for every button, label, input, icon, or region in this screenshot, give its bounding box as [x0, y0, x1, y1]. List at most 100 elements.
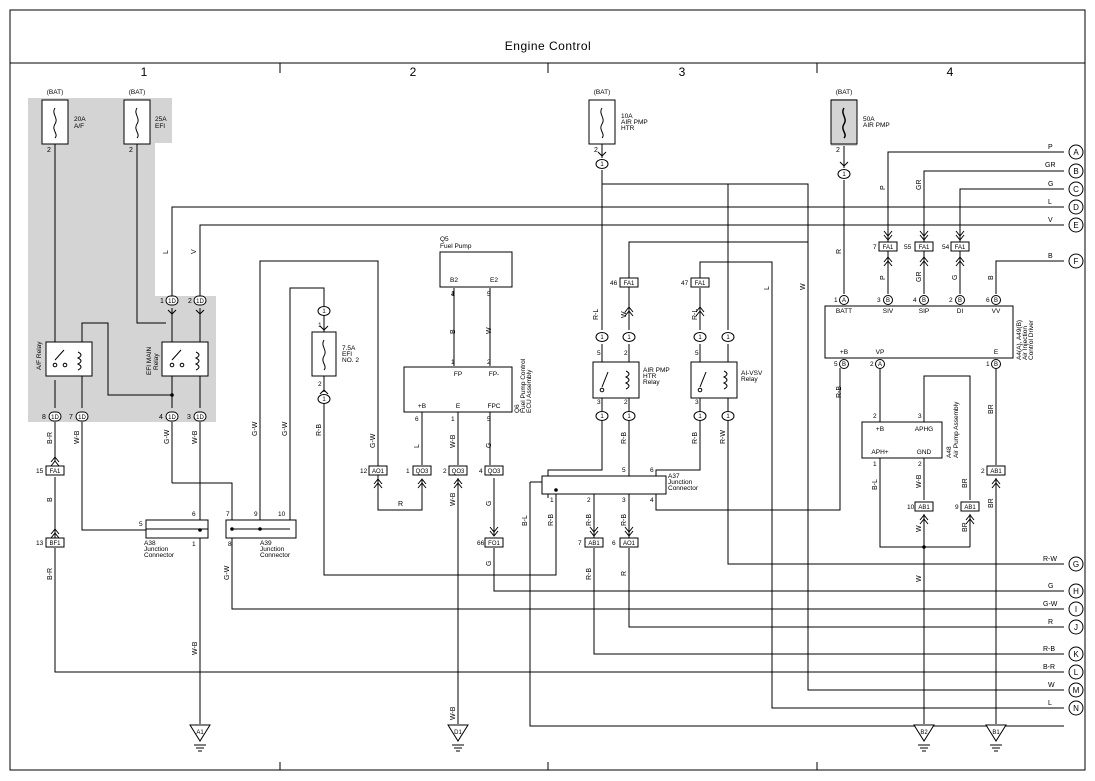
svg-text:QO3: QO3: [488, 469, 501, 475]
svg-text:G: G: [1048, 583, 1053, 590]
svg-text:AI-VSV: AI-VSV: [741, 370, 763, 377]
svg-text:E2: E2: [490, 277, 498, 284]
svg-text:10: 10: [278, 511, 286, 518]
svg-text:B: B: [1073, 167, 1078, 176]
svg-text:F: F: [1074, 257, 1079, 266]
svg-text:Connector: Connector: [260, 552, 291, 559]
svg-text:+B: +B: [840, 349, 848, 356]
svg-text:1: 1: [600, 162, 604, 168]
svg-text:6: 6: [650, 467, 654, 474]
offpage-i: IG-W: [1043, 601, 1084, 617]
svg-text:SIV: SIV: [883, 308, 894, 315]
svg-text:7: 7: [578, 540, 582, 547]
svg-text:NO. 2: NO. 2: [342, 357, 359, 364]
relay-block-shading: [28, 98, 216, 422]
svg-text:R-B: R-B: [586, 568, 593, 580]
ground-b2: B2: [913, 724, 935, 752]
svg-text:VV: VV: [992, 308, 1001, 315]
svg-text:B: B: [842, 362, 846, 368]
svg-text:BATT: BATT: [836, 308, 852, 315]
connector-pins: 1D 1 1D 2 1D 8 1D 7 1D 4 1D 3 1 1 1 1 1 …: [42, 159, 1001, 422]
svg-text:R: R: [398, 501, 403, 508]
svg-text:B-R: B-R: [1043, 664, 1055, 671]
ground-d1: D1: [447, 724, 469, 752]
fuse-50a-air-pmp: (BAT) 50A AIR PMP 2: [830, 89, 890, 154]
svg-text:G-W: G-W: [1043, 601, 1058, 608]
offpage-d: DL: [1048, 199, 1084, 215]
diagram-title: Engine Control: [505, 39, 591, 53]
svg-text:FA1: FA1: [919, 245, 930, 251]
svg-text:P: P: [880, 275, 887, 280]
svg-text:1: 1: [627, 414, 631, 420]
svg-text:B: B: [994, 362, 998, 368]
svg-text:FA1: FA1: [955, 245, 966, 251]
svg-text:FA1: FA1: [695, 281, 706, 287]
svg-text:K: K: [1073, 650, 1079, 659]
svg-text:AIR PMP: AIR PMP: [863, 122, 890, 129]
svg-text:R-B: R-B: [548, 514, 555, 526]
svg-text:R-W: R-W: [720, 430, 727, 444]
svg-text:W: W: [916, 575, 923, 582]
svg-text:1: 1: [698, 414, 702, 420]
svg-text:Air Pump Assembly: Air Pump Assembly: [953, 401, 960, 458]
svg-text:A39: A39: [260, 540, 272, 547]
svg-text:1: 1: [160, 298, 164, 305]
ground-b1: B1: [985, 724, 1007, 752]
svg-text:(BAT): (BAT): [47, 89, 64, 96]
svg-text:AB1: AB1: [588, 541, 600, 547]
column-number-1: 1: [141, 65, 148, 79]
svg-text:Air Injection: Air Injection: [1022, 326, 1029, 360]
svg-text:1: 1: [986, 361, 990, 368]
svg-text:G: G: [1073, 560, 1079, 569]
svg-text:D1: D1: [454, 730, 462, 736]
svg-text:W-B: W-B: [450, 434, 457, 448]
svg-text:5: 5: [487, 416, 491, 423]
offpage-a: AP: [1048, 144, 1084, 160]
svg-text:GR: GR: [1045, 162, 1056, 169]
svg-text:D: D: [1073, 203, 1079, 212]
svg-text:B-L: B-L: [872, 479, 879, 490]
svg-text:+B: +B: [418, 403, 426, 410]
svg-text:BR: BR: [988, 404, 995, 414]
svg-text:6: 6: [612, 540, 616, 547]
svg-text:2: 2: [870, 361, 874, 368]
svg-text:R: R: [1048, 619, 1053, 626]
svg-text:Q6: Q6: [514, 404, 521, 413]
svg-text:R-W: R-W: [1043, 556, 1057, 563]
svg-text:Relay: Relay: [153, 353, 160, 370]
svg-text:G-W: G-W: [224, 565, 231, 580]
svg-text:1: 1: [842, 172, 846, 178]
svg-text:GR: GR: [916, 180, 923, 191]
svg-text:FO1: FO1: [488, 541, 500, 547]
svg-text:1: 1: [600, 414, 604, 420]
svg-text:10: 10: [907, 504, 915, 511]
svg-text:6: 6: [192, 511, 196, 518]
svg-text:L: L: [764, 286, 771, 290]
svg-text:B-R: B-R: [47, 568, 54, 580]
svg-text:1: 1: [322, 397, 326, 403]
offpage-k: KR-B: [1043, 646, 1084, 662]
svg-text:5: 5: [622, 467, 626, 474]
svg-text:G-W: G-W: [282, 421, 289, 436]
junction-dots: [170, 393, 926, 549]
svg-text:2: 2: [918, 461, 922, 468]
svg-text:3: 3: [597, 399, 601, 406]
svg-text:R-B: R-B: [621, 514, 628, 526]
svg-text:2: 2: [624, 399, 628, 406]
svg-text:M: M: [1073, 686, 1080, 695]
svg-text:2: 2: [188, 298, 192, 305]
svg-text:G: G: [1048, 181, 1053, 188]
svg-text:AO1: AO1: [623, 541, 636, 547]
svg-text:E: E: [1073, 221, 1078, 230]
svg-text:4: 4: [650, 497, 654, 504]
svg-text:1: 1: [834, 297, 838, 304]
svg-text:Junction: Junction: [260, 546, 285, 553]
svg-text:FA1: FA1: [624, 281, 635, 287]
fuse-20a-af: (BAT) 20A A/F 2: [41, 89, 86, 154]
offpage-m: MW: [1048, 682, 1084, 698]
air-injection-control-driver-a4: BATT SIV SIP DI VV +B VP E A4(A), A49(B)…: [824, 305, 1035, 360]
svg-text:1D: 1D: [196, 415, 204, 421]
svg-text:2: 2: [624, 350, 628, 357]
terminal-arrows: [50, 151, 1001, 539]
